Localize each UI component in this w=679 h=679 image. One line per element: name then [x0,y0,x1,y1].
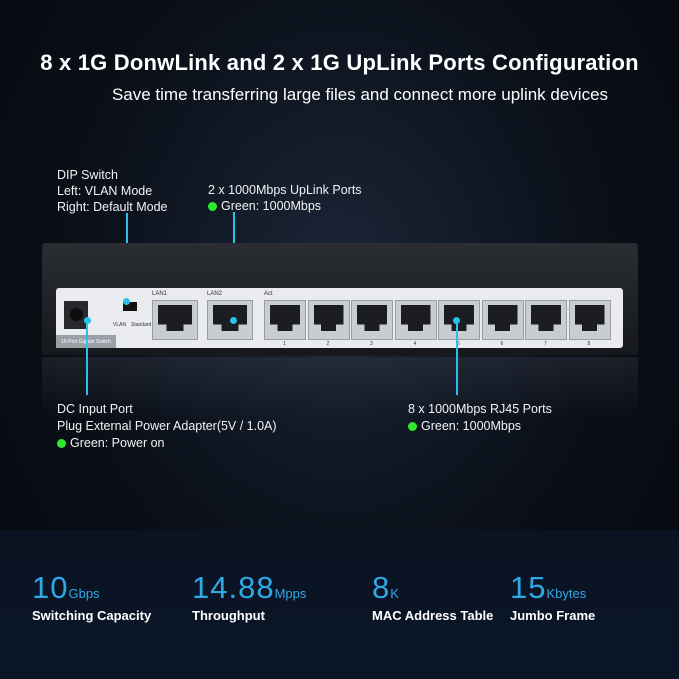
spec-unit: Mpps [274,586,307,601]
spec-unit: Kbytes [546,586,587,601]
green-led-icon [57,439,66,448]
rj45-port [568,300,611,340]
port-number: 5 [457,341,460,347]
port-number: 1 [283,341,286,347]
callout-text: DIP Switch [57,168,118,182]
spec-stat: 8K MAC Address Table [372,570,493,623]
page-subtitle: Save time transferring large files and c… [111,85,609,104]
dc-input-callout: DC Input Port Plug External Power Adapte… [57,401,277,452]
spec-unit: K [390,586,399,601]
rj45-port [525,300,567,340]
port-number: 4 [413,341,417,347]
callout-text: Green: 1000Mbps [421,419,522,433]
callout-line [86,320,88,395]
spec-label: Throughput [192,608,265,623]
dip-switch [123,302,137,311]
lan1-label: LAN1 [152,291,168,297]
lan1-port [152,300,198,340]
rj45-port [307,300,350,340]
uplink-callout: 2 x 1000Mbps UpLink Ports Green: 1000Mbp… [208,182,362,214]
callout-line [456,320,458,395]
spec-value: 15 [510,570,547,605]
green-led-icon [208,202,217,211]
spec-unit: Gbps [68,586,100,601]
callout-text: 2 x 1000Mbps UpLink Ports [208,183,362,197]
vlan-label: VLAN [113,322,127,328]
port-number: 7 [544,341,547,347]
green-led-icon [408,422,417,431]
rj45-callout: 8 x 1000Mbps RJ45 Ports Green: 1000Mbps [408,401,552,435]
spec-label: MAC Address Table [372,608,494,623]
callout-text: DC Input Port [57,402,133,416]
callout-text: Left: VLAN Mode [57,184,153,198]
spec-band [0,530,679,679]
port-number: 2 [326,341,330,347]
standard-label: Standard [131,322,152,328]
rj45-port [481,300,524,340]
spec-value: 10 [32,570,69,605]
page-title: 8 x 1G DonwLink and 2 x 1G UpLink Ports … [40,50,639,75]
callout-text: Green: Power on [70,436,165,450]
spec-label: Jumbo Frame [510,608,596,623]
rj45-port [394,300,437,340]
rj45-port [351,300,393,340]
callout-text: Right: Default Mode [57,200,168,214]
spec-value: 14.88 [192,570,275,605]
callout-text: Green: 1000Mbps [221,199,322,213]
callout-text: Plug External Power Adapter(5V / 1.0A) [57,419,277,433]
switch-reflection [42,357,638,417]
callout-pin [230,317,237,324]
callout-text: 8 x 1000Mbps RJ45 Ports [408,402,552,416]
act-label: Act [264,291,273,297]
rj45-port [264,300,306,340]
port-number: 6 [500,341,504,347]
spec-label: Switching Capacity [32,608,152,623]
dc-input-port [64,301,88,329]
lan2-label: LAN2 [207,291,223,297]
port-number: 3 [370,341,373,347]
port-number: 8 [587,341,591,347]
spec-value: 8 [372,570,391,605]
callout-pin [123,298,130,305]
dip-switch-callout: DIP Switch Left: VLAN Mode Right: Defaul… [57,167,167,215]
